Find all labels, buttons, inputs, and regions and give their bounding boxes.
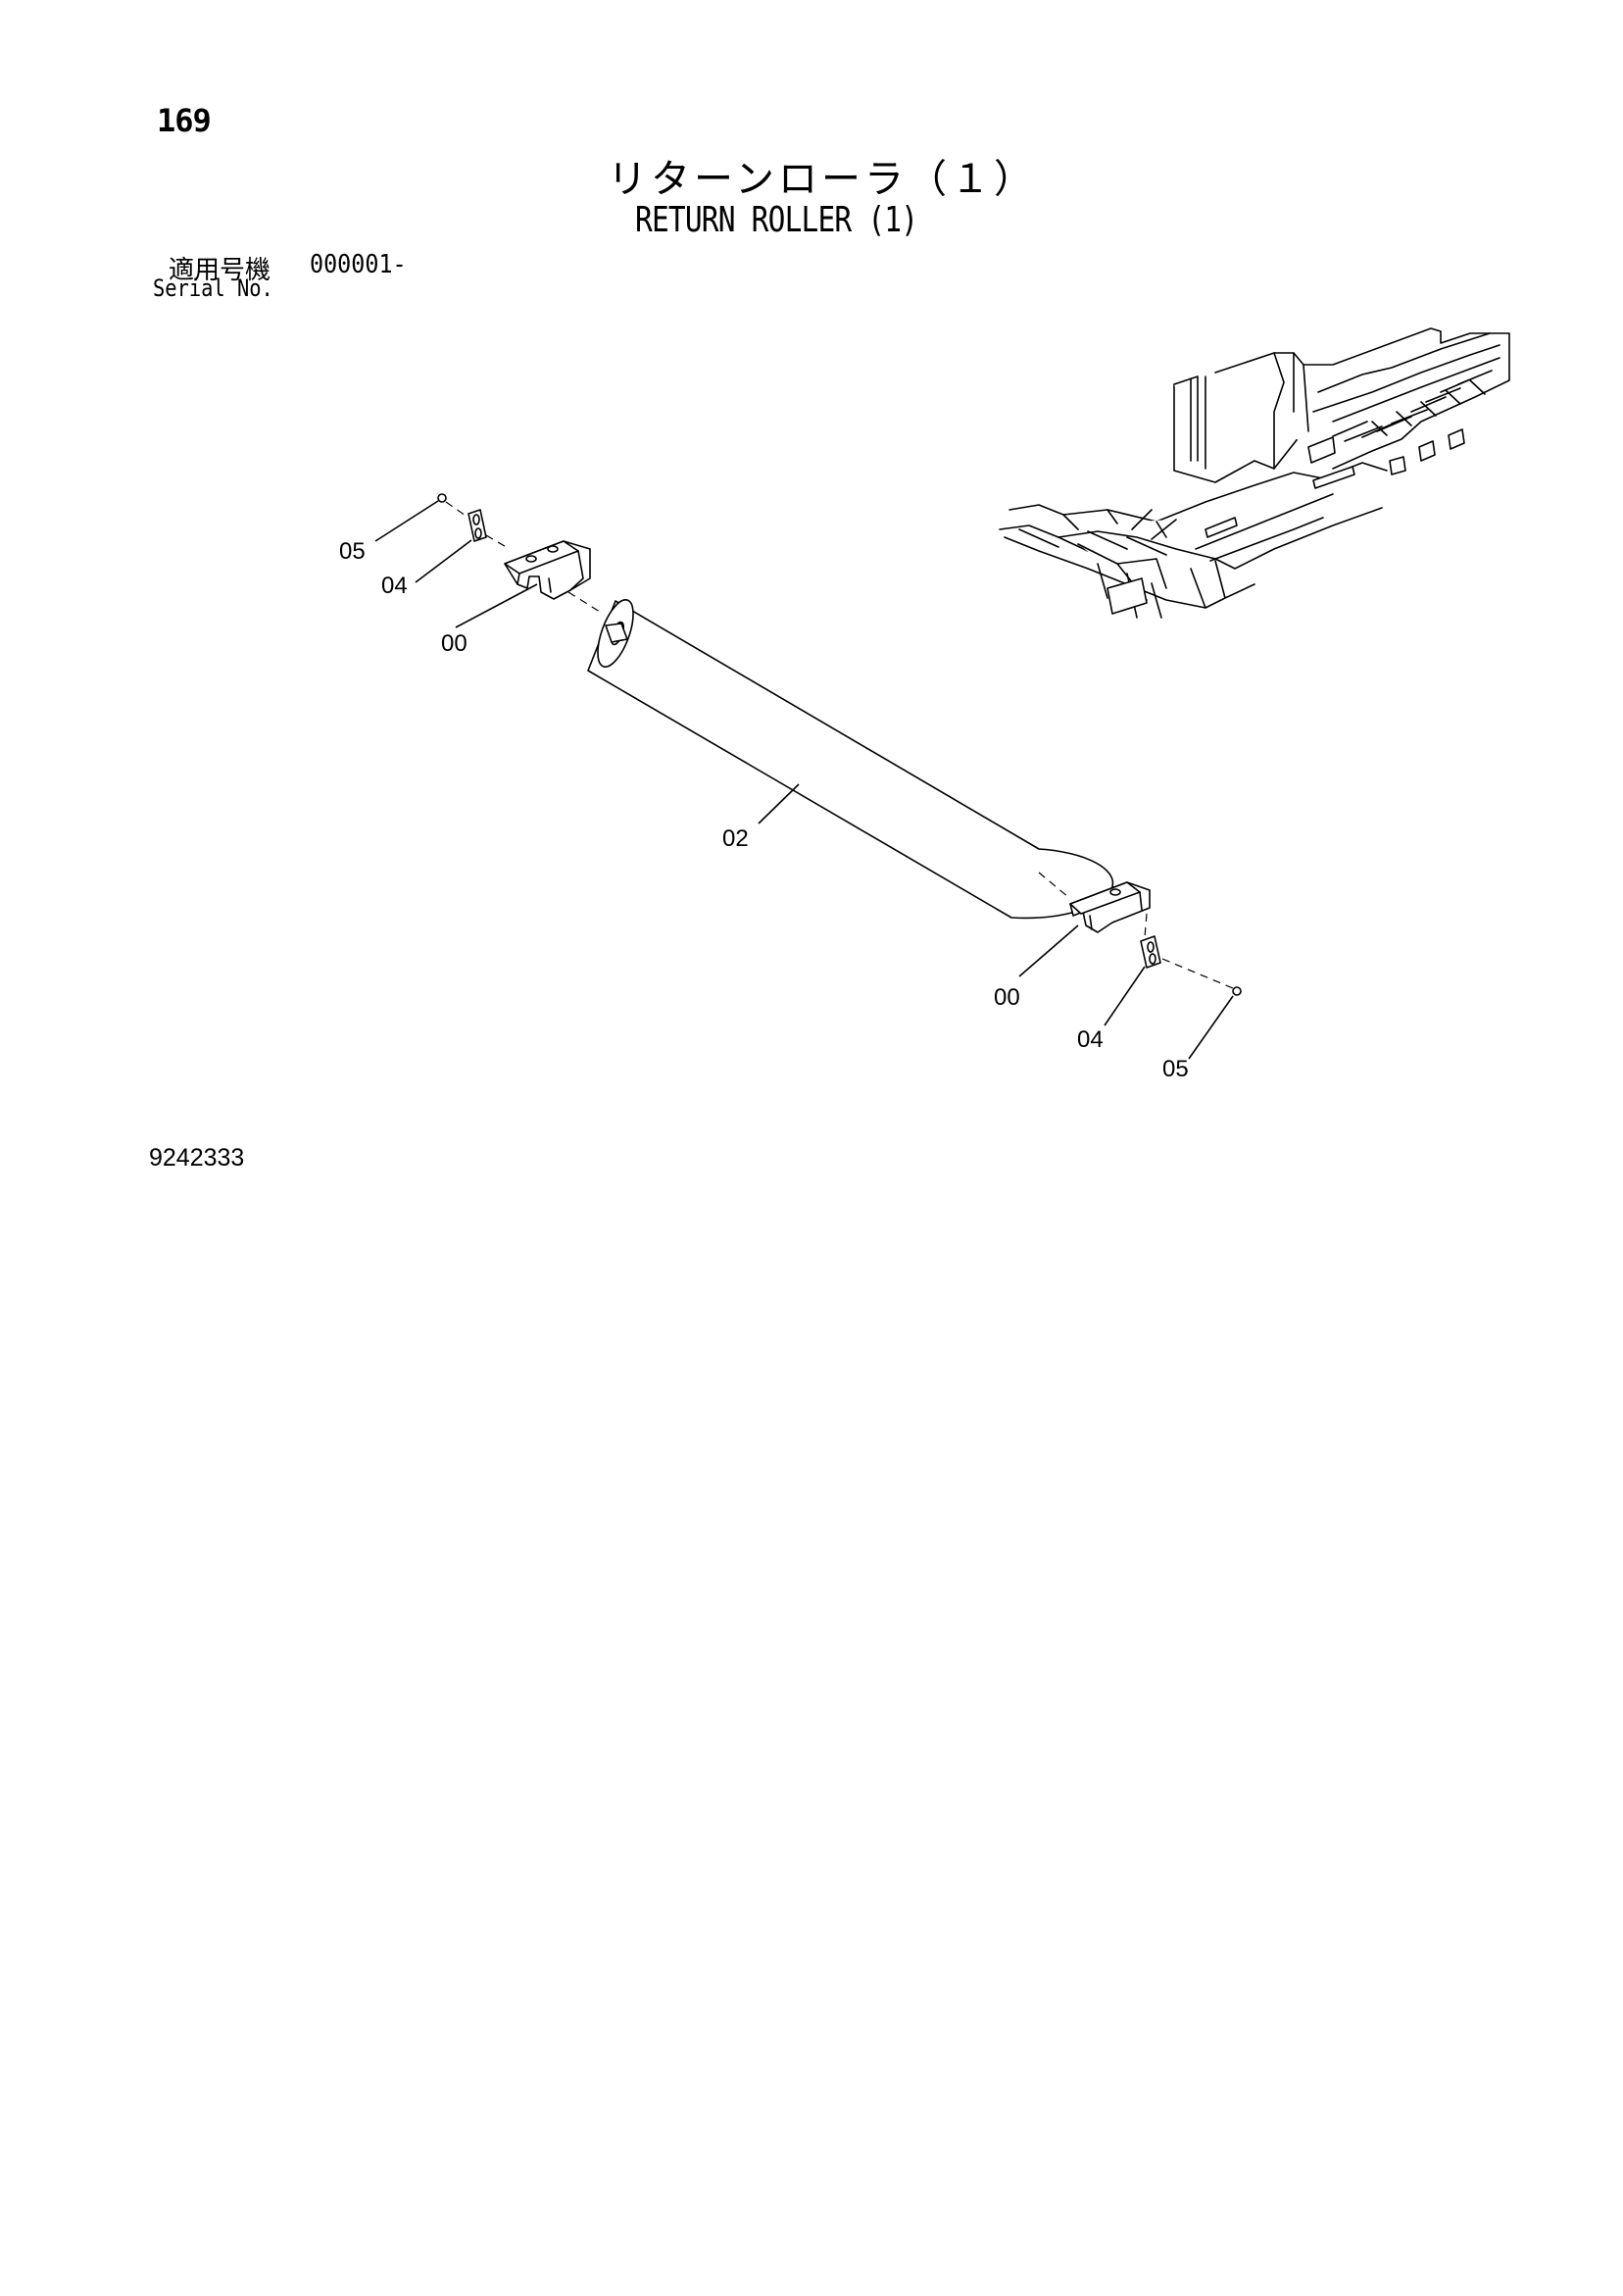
right-bolt	[1232, 986, 1242, 996]
leader-lines	[374, 500, 1234, 1060]
drawing-number: 9242333	[149, 1144, 245, 1172]
callout-left-bracket: 00	[441, 630, 467, 657]
right-plate	[1140, 935, 1161, 969]
parts-diagram: 05 04 00 02 00 04 05	[339, 327, 1510, 1082]
callout-right-bracket: 00	[994, 984, 1020, 1011]
left-plate	[467, 509, 487, 542]
page-title-japanese: リターンローラ（１）	[608, 157, 1037, 202]
serial-number-range: 000001-	[310, 250, 407, 279]
left-bolt	[437, 493, 447, 503]
callout-left-bolt: 05	[339, 538, 366, 565]
callout-roller: 02	[722, 825, 749, 852]
callout-right-bolt: 05	[1162, 1056, 1189, 1082]
serial-label-english: Serial No.	[153, 275, 273, 302]
callout-left-plate: 04	[381, 573, 408, 599]
return-roller	[587, 599, 1114, 920]
page-title-english: RETURN ROLLER (1)	[635, 200, 918, 240]
page-number: 169	[157, 102, 212, 139]
callout-right-plate: 04	[1077, 1026, 1104, 1053]
right-bracket	[1069, 881, 1151, 933]
serial-label-japanese: 適用号機	[169, 256, 271, 285]
left-bracket	[504, 540, 591, 600]
machine-location-view	[999, 327, 1510, 619]
